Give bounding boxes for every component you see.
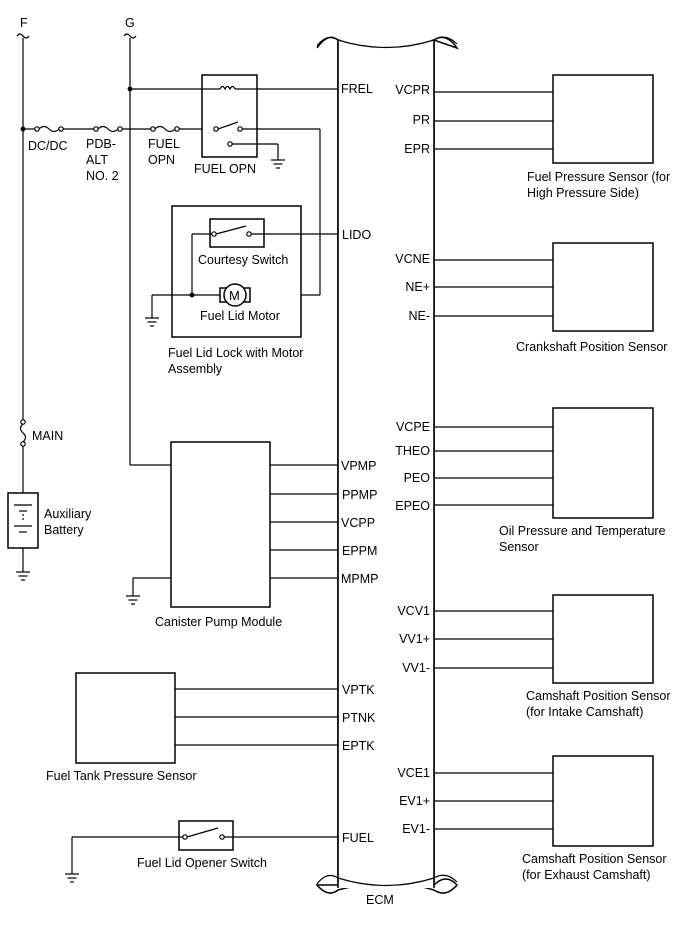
pin-peo: PEO <box>404 471 431 485</box>
pin-ev1-minus: EV1- <box>402 822 430 836</box>
fuse-pdb-label-3: NO. 2 <box>86 169 119 183</box>
opener-switch-label: Fuel Lid Opener Switch <box>137 856 267 870</box>
assembly-title-1: Fuel Lid Lock with Motor <box>168 346 303 360</box>
fuel-lid-opener-switch: Fuel Lid Opener Switch <box>65 820 338 883</box>
battery-label-2: Battery <box>44 523 84 537</box>
pin-lido: LIDO <box>342 228 371 242</box>
pin-vcpr: VCPR <box>395 83 430 97</box>
battery-label-1: Auxiliary <box>44 507 92 521</box>
fuse-pdb-label-1: PDB- <box>86 137 116 151</box>
auxiliary-battery-circuit: MAIN Auxiliary Battery <box>7 419 92 581</box>
main-fuse-label: MAIN <box>32 429 63 443</box>
pin-eppm: EPPM <box>342 544 377 558</box>
pin-ne-minus: NE- <box>408 309 430 323</box>
pin-fuel: FUEL <box>342 831 374 845</box>
fuel-lid-lock-assembly: Courtesy Switch M Fuel Lid Motor Fuel Li… <box>145 205 338 376</box>
crankshaft-sensor-label: Crankshaft Position Sensor <box>516 340 667 354</box>
pin-vcv1: VCV1 <box>397 604 430 618</box>
fuse-row: DC/DC PDB- ALT NO. 2 FUEL OPN <box>23 125 214 183</box>
fuse-fuel-opn-label-2: OPN <box>148 153 175 167</box>
pin-vcpp: VCPP <box>341 516 375 530</box>
pin-ppmp: PPMP <box>342 488 377 502</box>
assembly-title-2: Assembly <box>168 362 223 376</box>
power-rails: F G <box>16 16 171 466</box>
pin-epr: EPR <box>404 142 430 156</box>
cam-intake-label-2: (for Intake Camshaft) <box>526 705 643 719</box>
pin-vcne: VCNE <box>395 252 430 266</box>
fuel-tank-pressure-sensor: Fuel Tank Pressure Sensor <box>46 672 338 783</box>
ecm-label: ECM <box>366 893 394 907</box>
pin-eptk: EPTK <box>342 739 375 753</box>
oil-sensor-label-2: Sensor <box>499 540 539 554</box>
camshaft-exhaust-sensor: Camshaft Position Sensor (for Exhaust Ca… <box>434 755 667 882</box>
pin-vcpe: VCPE <box>396 420 430 434</box>
fuse-pdb-label-2: ALT <box>86 153 108 167</box>
pin-vptk: VPTK <box>342 683 375 697</box>
fuse-fuel-opn-label-1: FUEL <box>148 137 180 151</box>
canister-pump-label: Canister Pump Module <box>155 615 282 629</box>
cam-intake-label-1: Camshaft Position Sensor <box>526 689 671 703</box>
pin-pr: PR <box>413 113 430 127</box>
pin-vv1-minus: VV1- <box>402 661 430 675</box>
ecm-left-pins: FREL LIDO VPMP PPMP VCPP EPPM MPMP VPTK … <box>341 82 379 845</box>
fuel-opn-relay: FUEL OPN <box>130 74 338 176</box>
relay-label: FUEL OPN <box>194 162 256 176</box>
fuel-lid-motor-label: Fuel Lid Motor <box>200 309 280 323</box>
fuel-pressure-sensor: Fuel Pressure Sensor (for High Pressure … <box>434 74 670 200</box>
pin-ev1-plus: EV1+ <box>399 794 430 808</box>
rail-g-label: G <box>125 16 135 30</box>
pin-vv1-plus: VV1+ <box>399 632 430 646</box>
pin-vce1: VCE1 <box>397 766 430 780</box>
cam-exhaust-label-2: (for Exhaust Camshaft) <box>522 868 651 882</box>
tank-sensor-label: Fuel Tank Pressure Sensor <box>46 769 197 783</box>
ecm-right-pins: VCPR PR EPR VCNE NE+ NE- VCPE THEO PEO E… <box>395 83 430 836</box>
oil-pressure-temp-sensor: Oil Pressure and Temperature Sensor <box>434 407 666 554</box>
courtesy-switch-label: Courtesy Switch <box>198 253 288 267</box>
ecm: ECM <box>315 36 459 907</box>
pin-ptnk: PTNK <box>342 711 376 725</box>
camshaft-intake-sensor: Camshaft Position Sensor (for Intake Cam… <box>434 594 671 719</box>
rail-f-label: F <box>20 16 28 30</box>
canister-pump-module: Canister Pump Module <box>126 441 338 629</box>
fuse-dcdc-label: DC/DC <box>28 139 68 153</box>
oil-sensor-label-1: Oil Pressure and Temperature <box>499 524 666 538</box>
fuel-pressure-sensor-label-1: Fuel Pressure Sensor (for <box>527 170 670 184</box>
pin-theo: THEO <box>395 444 430 458</box>
pin-epeo: EPEO <box>395 499 430 513</box>
motor-symbol: M <box>229 288 240 303</box>
crankshaft-position-sensor: Crankshaft Position Sensor <box>434 242 667 354</box>
cam-exhaust-label-1: Camshaft Position Sensor <box>522 852 667 866</box>
fuel-pressure-sensor-label-2: High Pressure Side) <box>527 186 639 200</box>
pin-vpmp: VPMP <box>341 459 376 473</box>
pin-mpmp: MPMP <box>341 572 379 586</box>
pin-ne-plus: NE+ <box>405 280 430 294</box>
pin-frel: FREL <box>341 82 373 96</box>
